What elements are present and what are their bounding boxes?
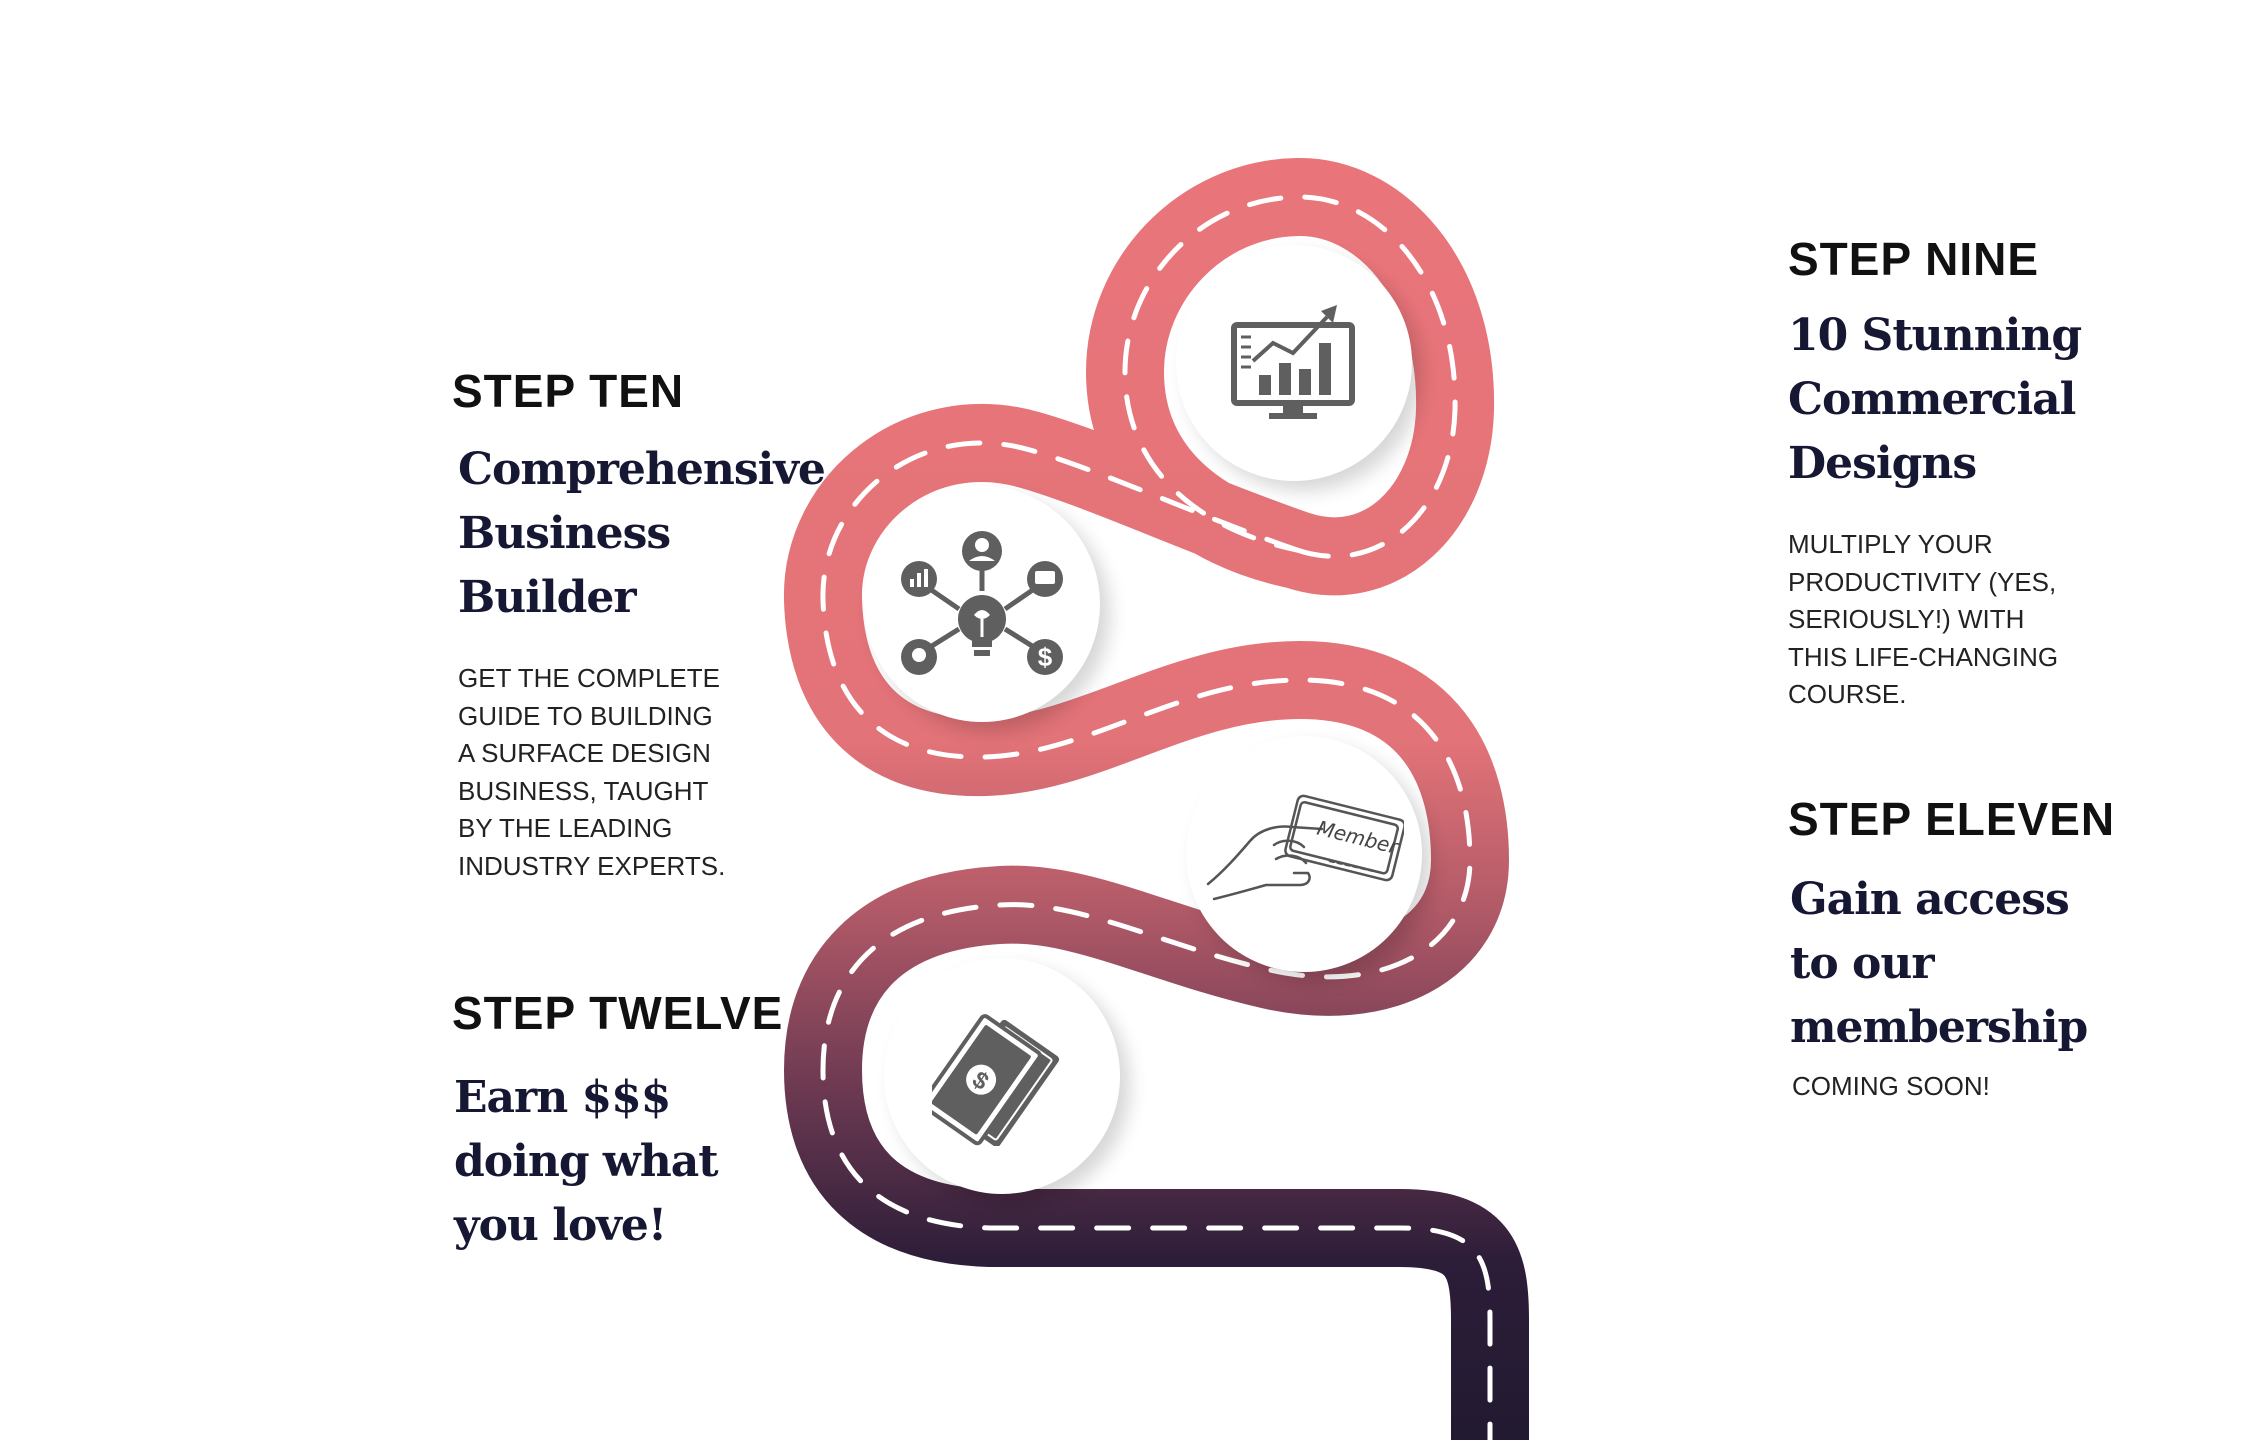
step-ten-description-line: GET THE COMPLETE — [458, 663, 720, 693]
step-nine-description-line: SERIOUSLY!) WITH — [1788, 604, 2025, 634]
step-nine-title: 10 Stunning Commercial Designs — [1788, 304, 2118, 496]
step-twelve: STEP TWELVE Earn $$$ doing what you love… — [452, 986, 792, 1258]
step-nine-label: STEP NINE — [1788, 233, 2039, 285]
step-eleven-title-line: Gain access — [1790, 874, 2070, 925]
money-bills-icon: $ — [932, 1014, 1060, 1146]
business-network-icon-circle: $ — [864, 486, 1100, 722]
step-nine-title-line: 10 Stunning — [1788, 310, 2082, 361]
step-eleven-title-line: membership — [1790, 1002, 2088, 1053]
step-eleven-title-line: to our — [1790, 938, 1935, 989]
svg-text:$: $ — [1038, 642, 1053, 672]
step-nine-title-line: Designs — [1788, 438, 1977, 489]
member-card-icon-circle: Member — [1186, 736, 1422, 972]
step-ten-label: STEP TEN — [452, 365, 685, 417]
step-ten-title-line: Business — [458, 508, 671, 559]
step-ten-title-line: Comprehensive — [458, 444, 826, 495]
step-eleven-label: STEP ELEVEN — [1788, 793, 2116, 845]
step-ten-title: Comprehensive Business Builder — [458, 438, 826, 630]
member-card-icon: Member — [1206, 794, 1404, 901]
step-ten-description-line: BY THE LEADING — [458, 813, 673, 843]
step-twelve-title: Earn $$$ doing what you love! — [454, 1066, 792, 1258]
step-nine-title-line: Commercial — [1788, 374, 2076, 425]
step-nine-description-line: PRODUCTIVITY (YES, — [1788, 566, 2057, 597]
step-ten-description-line: BUSINESS, TAUGHT — [458, 775, 709, 806]
step-ten-description-line: A SURFACE DESIGN — [458, 738, 711, 768]
step-nine-description-line: MULTIPLY YOUR — [1788, 529, 1993, 559]
analytics-monitor-icon-circle — [1176, 245, 1412, 481]
step-twelve-label: STEP TWELVE — [452, 987, 784, 1039]
business-network-icon: $ — [901, 531, 1063, 675]
step-eleven-description-line: COMING SOON! — [1792, 1071, 1990, 1101]
step-ten: STEP TEN Comprehensive Business Builder … — [452, 364, 826, 885]
step-twelve-title-line: doing what — [454, 1136, 719, 1187]
step-ten-title-line: Builder — [458, 572, 637, 623]
step-twelve-title-line: you love! — [454, 1200, 667, 1251]
step-ten-description-line: GUIDE TO BUILDING — [458, 700, 713, 731]
step-eleven: STEP ELEVEN Gain access to our membershi… — [1788, 792, 2118, 1106]
step-nine-description: MULTIPLY YOUR PRODUCTIVITY (YES, SERIOUS… — [1788, 526, 2118, 714]
step-nine-description-line: THIS LIFE-CHANGING — [1788, 641, 2059, 672]
step-twelve-title-line: Earn $$$ — [454, 1072, 671, 1123]
road-center-dashes — [820, 194, 1493, 1440]
step-eleven-title: Gain access to our membership — [1790, 868, 2118, 1060]
analytics-monitor-icon — [1231, 305, 1355, 419]
money-bills-icon-circle: $ — [884, 958, 1120, 1194]
step-nine: STEP NINE 10 Stunning Commercial Designs… — [1788, 232, 2118, 714]
step-ten-description: GET THE COMPLETE GUIDE TO BUILDING A SUR… — [458, 660, 802, 885]
step-nine-description-line: COURSE. — [1788, 679, 1907, 709]
step-eleven-description: COMING SOON! — [1792, 1068, 2118, 1106]
step-ten-description-line: INDUSTRY EXPERTS. — [458, 850, 726, 881]
